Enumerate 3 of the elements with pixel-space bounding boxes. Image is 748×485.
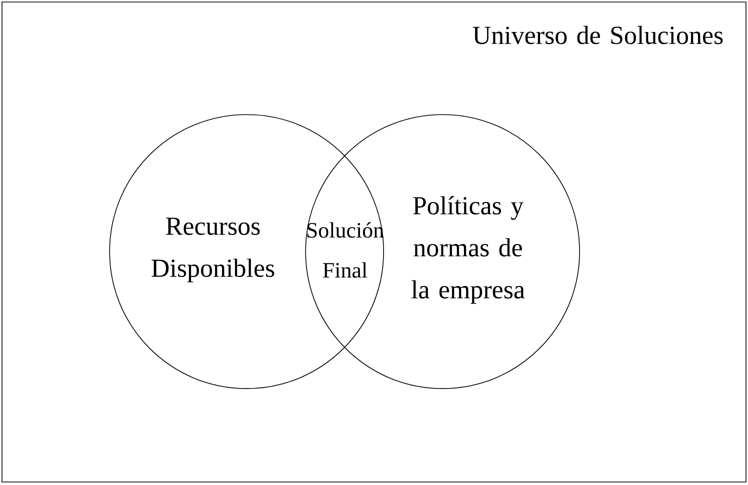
title: Universo de Soluciones <box>472 26 723 44</box>
circle-label: Recursos Disponibles <box>152 218 274 282</box>
circle-label: Políticas y normas de la empresa <box>412 196 525 304</box>
